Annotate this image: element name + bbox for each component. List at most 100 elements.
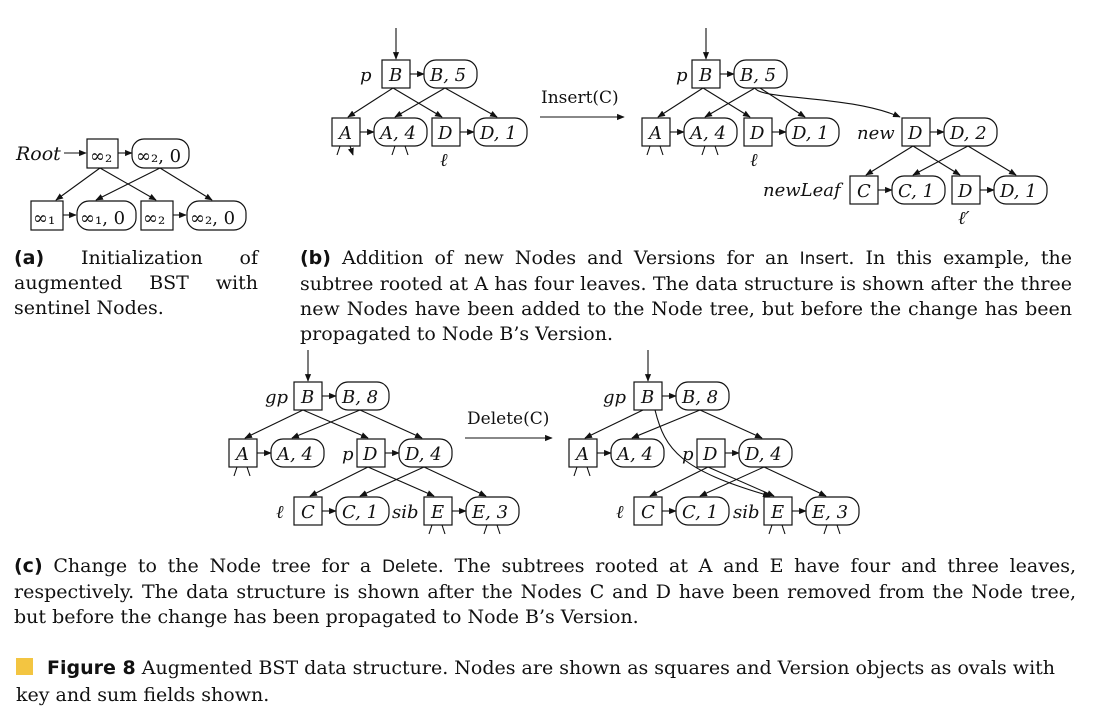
svg-text:D, 1: D, 1 bbox=[479, 123, 517, 144]
caption-c-tag: (c) bbox=[14, 555, 43, 577]
svg-text:A, 4: A, 4 bbox=[378, 123, 416, 144]
svg-text:D: D bbox=[702, 444, 718, 465]
p-label: p bbox=[360, 65, 372, 86]
version-a4: A, 4 bbox=[373, 117, 428, 147]
node-d-new: D bbox=[901, 117, 931, 147]
new-label: new bbox=[857, 123, 895, 144]
svg-text:C, 1: C, 1 bbox=[682, 502, 718, 523]
c-node-a-2: A bbox=[568, 438, 598, 468]
svg-text:∞₁, 0: ∞₁, 0 bbox=[80, 208, 125, 229]
delete-op-label: Delete(C) bbox=[467, 409, 549, 429]
svg-text:∞₁: ∞₁ bbox=[33, 208, 55, 229]
svg-text:A: A bbox=[574, 444, 589, 465]
figure-diagrams: Root ∞₂ ∞₂, 0 ∞₁ ∞₁, 0 ∞₂ ∞₂, 0 bbox=[15, 28, 1048, 535]
svg-text:D, 1: D, 1 bbox=[999, 181, 1037, 202]
panel-b-after: p B B, 5 A A, 4 D ℓ bbox=[641, 28, 1048, 229]
c-node-a: A bbox=[228, 438, 258, 468]
svg-text:B: B bbox=[698, 65, 712, 86]
leaf1-version: ∞₁, 0 bbox=[76, 200, 137, 231]
gp-label-2: gp bbox=[603, 387, 627, 408]
c-node-e: E bbox=[423, 496, 453, 526]
c-node-c-2: C bbox=[633, 496, 663, 526]
svg-text:∞₂: ∞₂ bbox=[90, 146, 112, 167]
c-ell-label: ℓ bbox=[276, 502, 284, 523]
version-d1-leaf: D, 1 bbox=[993, 175, 1048, 205]
version-d1: D, 1 bbox=[473, 117, 528, 147]
c-version-a4-2: A, 4 bbox=[610, 438, 665, 468]
figure-caption: Figure 8 Augmented BST data structure. N… bbox=[16, 655, 1076, 709]
c-p-label: p bbox=[342, 444, 354, 465]
svg-text:∞₂, 0: ∞₂, 0 bbox=[136, 146, 181, 167]
root-label: Root bbox=[15, 143, 61, 165]
svg-text:A, 4: A, 4 bbox=[615, 444, 653, 465]
caption-b-text-2: . In this example, the subtree rooted at… bbox=[300, 247, 1072, 345]
panel-b-before: p B B, 5 A A, 4 D ℓ bbox=[331, 28, 528, 171]
svg-text:D: D bbox=[362, 444, 378, 465]
svg-text:C: C bbox=[301, 502, 315, 523]
c-node-b: B bbox=[293, 381, 323, 411]
svg-text:B, 5: B, 5 bbox=[739, 65, 776, 86]
c-version-c1: C, 1 bbox=[335, 496, 390, 526]
c-version-d4-2: D, 4 bbox=[738, 438, 793, 468]
c-version-d4: D, 4 bbox=[398, 438, 453, 468]
node-b: B bbox=[381, 59, 411, 89]
svg-text:A, 4: A, 4 bbox=[688, 123, 726, 144]
c-version-c1-2: C, 1 bbox=[675, 496, 730, 526]
ell-prime-label: ℓ′ bbox=[958, 208, 970, 229]
svg-text:∞₂: ∞₂ bbox=[143, 208, 165, 229]
svg-text:D: D bbox=[437, 123, 453, 144]
gp-label: gp bbox=[265, 387, 289, 408]
node-a-2: A bbox=[641, 117, 671, 147]
svg-text:B, 8: B, 8 bbox=[341, 387, 378, 408]
svg-text:A, 4: A, 4 bbox=[275, 444, 313, 465]
figure-label: Figure 8 bbox=[47, 657, 136, 679]
version-d1-2: D, 1 bbox=[785, 117, 840, 147]
c-node-e-2: E bbox=[763, 496, 793, 526]
figure-caption-text: Augmented BST data structure. Nodes are … bbox=[16, 657, 1056, 706]
svg-text:E: E bbox=[770, 502, 784, 523]
c-p-label-2: p bbox=[682, 444, 694, 465]
caption-b-tag: (b) bbox=[300, 247, 331, 269]
svg-text:D: D bbox=[749, 123, 765, 144]
version-d2: D, 2 bbox=[943, 117, 998, 147]
leaf2-version: ∞₂, 0 bbox=[186, 200, 247, 231]
c-ell-label-2: ℓ bbox=[616, 502, 624, 523]
node-c-new: C bbox=[849, 175, 879, 205]
svg-text:A: A bbox=[647, 123, 662, 144]
c-sib-label-2: sib bbox=[733, 502, 760, 523]
version-c1: C, 1 bbox=[891, 175, 946, 205]
svg-text:B: B bbox=[388, 65, 402, 86]
node-d-leaf: D bbox=[951, 175, 981, 205]
caption-c: (c) Change to the Node tree for a Delete… bbox=[14, 554, 1076, 630]
svg-text:D, 1: D, 1 bbox=[791, 123, 829, 144]
c-node-d: D bbox=[356, 438, 386, 468]
c-node-d-2: D bbox=[696, 438, 726, 468]
svg-text:A: A bbox=[337, 123, 352, 144]
delete-arrow: Delete(C) bbox=[465, 409, 553, 442]
svg-text:D, 4: D, 4 bbox=[404, 444, 442, 465]
caption-c-op: Delete bbox=[381, 557, 438, 577]
leaf1-node: ∞₁ bbox=[30, 200, 64, 231]
node-d-2: D bbox=[743, 117, 773, 147]
c-version-b8: B, 8 bbox=[335, 381, 390, 411]
root-version: ∞₂, 0 bbox=[131, 138, 190, 169]
svg-text:C, 1: C, 1 bbox=[898, 181, 934, 202]
svg-text:A: A bbox=[234, 444, 249, 465]
insert-arrow: Insert(C) bbox=[540, 88, 625, 121]
svg-text:E, 3: E, 3 bbox=[811, 502, 848, 523]
caption-c-text-1: Change to the Node tree for a bbox=[53, 555, 382, 577]
leaf2-node: ∞₂ bbox=[140, 200, 174, 231]
caption-c-text-2: . The subtrees rooted at A and E have fo… bbox=[14, 555, 1076, 628]
svg-text:E: E bbox=[430, 502, 444, 523]
figure-marker-square bbox=[16, 658, 33, 675]
caption-b: (b) Addition of new Nodes and Versions f… bbox=[300, 246, 1072, 347]
caption-a: (a) Initialization of augmented BST with… bbox=[14, 246, 258, 321]
caption-a-tag: (a) bbox=[14, 247, 45, 269]
svg-text:C, 1: C, 1 bbox=[342, 502, 378, 523]
svg-text:D, 2: D, 2 bbox=[949, 123, 987, 144]
svg-text:B, 5: B, 5 bbox=[429, 65, 466, 86]
c-node-b-2: B bbox=[633, 381, 663, 411]
node-a: A bbox=[331, 117, 361, 147]
version-b5: B, 5 bbox=[423, 59, 478, 89]
c-node-c: C bbox=[293, 496, 323, 526]
